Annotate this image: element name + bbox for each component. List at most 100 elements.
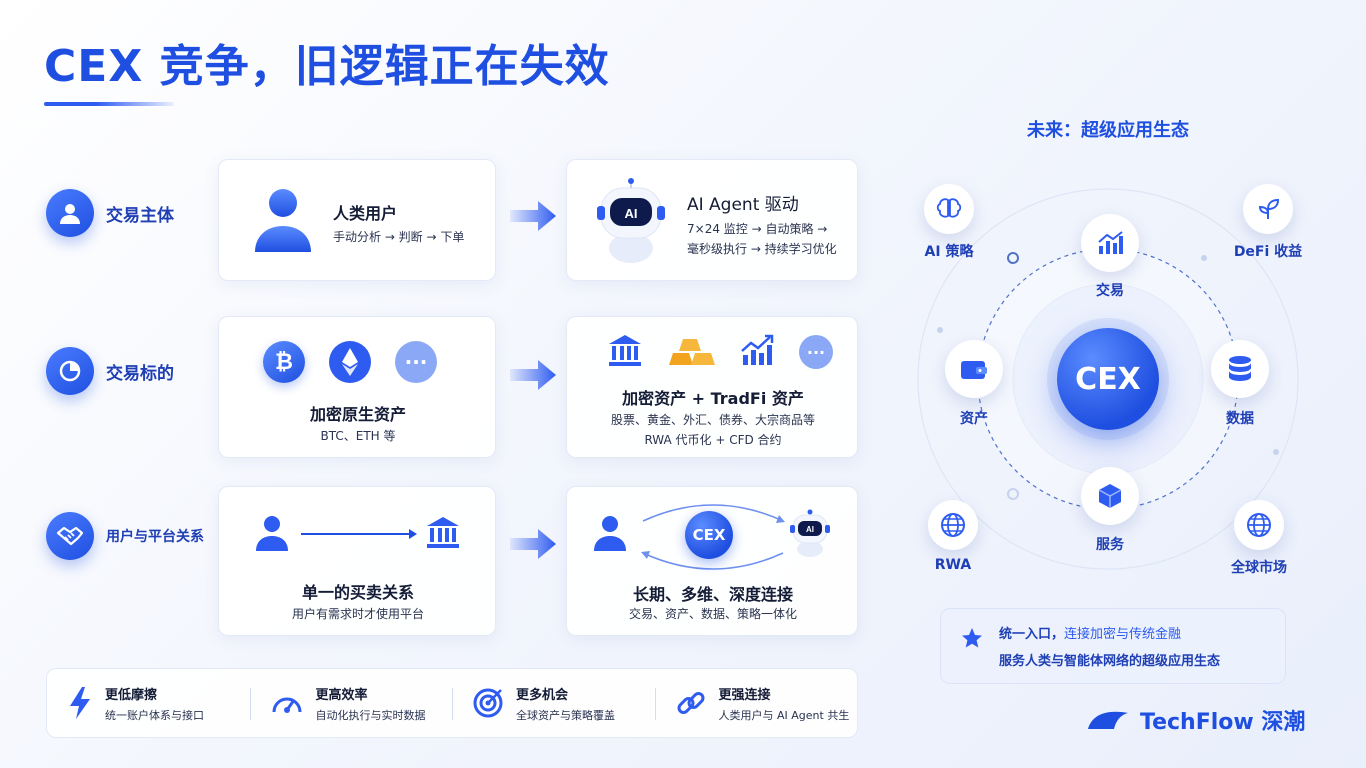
card-subtitle: 交易、资产、数据、策略一体化: [628, 607, 797, 621]
cex-core: CEX: [1057, 328, 1159, 430]
wallet-icon: [961, 361, 987, 379]
card-title: 单一的买卖关系: [301, 583, 414, 602]
bar-chart-icon: [1098, 231, 1123, 254]
svg-text:AI: AI: [625, 206, 638, 221]
node-global-market: [1234, 500, 1284, 550]
star-icon: [962, 628, 982, 648]
human-user-icon: [255, 189, 311, 252]
unify-line-1-b: 连接加密与传统金融: [1064, 627, 1182, 642]
card-title: 长期、多维、深度连接: [632, 585, 793, 604]
svg-text:AI: AI: [806, 525, 814, 534]
sprout-icon: [1258, 198, 1280, 219]
unify-line-1-a: 统一入口，: [999, 627, 1065, 642]
benefit-title: 更强连接: [718, 687, 771, 703]
node-defi: [1243, 184, 1293, 234]
benefit-lower-friction: 更低摩擦统一账户体系与接口: [47, 684, 250, 723]
arrow-right-icon: [510, 360, 556, 390]
user-icon: [594, 516, 626, 551]
bank-icon: [427, 517, 459, 548]
card-deep-connection: CEX AI 长期、多维、深度连接 交易、资产、数据、策略一体化: [566, 486, 858, 636]
node-label: 数据: [1226, 411, 1254, 427]
row-label-user-platform: 用户与平台关系: [46, 512, 204, 560]
node-assets: [945, 340, 1003, 398]
node-label: 交易: [1096, 283, 1124, 299]
benefit-subtitle: 人类用户与 AI Agent 共生: [718, 708, 850, 722]
unify-summary-box: 统一入口，连接加密与传统金融 服务人类与智能体网络的超级应用生态: [940, 608, 1286, 684]
benefit-title: 更低摩擦: [105, 687, 158, 703]
card-subtitle: BTC、ETH 等: [320, 429, 396, 443]
cube-icon: [1098, 484, 1122, 508]
benefit-subtitle: 全球资产与策略覆盖: [516, 708, 615, 722]
row-label-trading-subject: 交易主体: [46, 189, 174, 237]
globe-icon: [1247, 513, 1271, 537]
benefit-higher-efficiency: 更高效率自动化执行与实时数据: [249, 684, 453, 723]
node-label: DeFi 收益: [1233, 244, 1303, 260]
row-label-text: 交易标的: [106, 363, 174, 384]
link-icon: [677, 692, 704, 714]
ecosystem-title: 未来：超级应用生态: [1027, 120, 1189, 141]
card-title: 加密资产 + TradFi 资产: [622, 389, 804, 408]
arrow-right-icon: [510, 201, 556, 231]
benefit-title: 更高效率: [315, 687, 368, 703]
growth-chart-icon: [741, 334, 774, 365]
node-data: [1211, 340, 1269, 398]
pie-chart-icon: [46, 347, 94, 395]
brand-text: TechFlow 深潮: [1140, 710, 1306, 735]
row-label-text: 用户与平台关系: [106, 529, 204, 545]
more-icon: ···: [799, 335, 833, 369]
unify-line-2: 服务人类与智能体网络的超级应用生态: [999, 654, 1221, 669]
arrow-line-icon: [301, 529, 417, 539]
benefit-stronger-connection: 更强连接人类用户与 AI Agent 共生: [654, 684, 858, 723]
robot-icon: AI: [790, 509, 830, 557]
row-label-text: 交易主体: [106, 205, 174, 226]
card-title: AI Agent 驱动: [687, 195, 799, 215]
benefit-title: 更多机会: [516, 687, 569, 703]
card-title: 人类用户: [333, 204, 398, 223]
unify-line-1: 统一入口，连接加密与传统金融: [999, 623, 1269, 642]
node-label: 资产: [960, 411, 988, 427]
card-subtitle: 手动分析 → 判断 → 下单: [333, 230, 465, 244]
card-human-user: 人类用户 手动分析 → 判断 → 下单: [218, 159, 496, 281]
database-icon: [1229, 356, 1251, 381]
globe-icon: [941, 513, 965, 537]
cycle-arrows-icon: [641, 504, 785, 570]
node-service: [1081, 467, 1139, 525]
brain-icon: [936, 198, 962, 218]
card-crypto-tradfi: ··· 加密资产 + TradFi 资产 股票、黄金、外汇、债券、大宗商品等 R…: [566, 316, 858, 458]
card-title: 加密原生资产: [309, 405, 406, 424]
node-label: 服务: [1096, 537, 1124, 553]
card-subtitle-line1: 股票、黄金、外汇、债券、大宗商品等: [610, 413, 815, 427]
brand-logo: TechFlow 深潮: [1086, 704, 1305, 736]
benefits-strip: 更低摩擦统一账户体系与接口 更高效率自动化执行与实时数据 更多机会全球资产与策略…: [46, 668, 858, 738]
node-rwa: [928, 500, 978, 550]
bank-icon: [609, 335, 641, 366]
card-subtitle-line2: 毫秒级执行 → 持续学习优化: [687, 242, 837, 256]
target-icon: [473, 688, 503, 718]
card-crypto-native: ₿ ··· 加密原生资产 BTC、ETH 等: [218, 316, 496, 458]
user-icon: [256, 516, 288, 551]
arrow-right-icon: [510, 529, 556, 559]
node-label: 全球市场: [1231, 560, 1287, 576]
user-icon: [46, 189, 94, 237]
card-subtitle-line2: RWA 代币化 + CFD 合约: [644, 433, 782, 447]
page-title: CEX 竞争，旧逻辑正在失效: [44, 41, 610, 92]
node-ai-strategy: [924, 184, 974, 234]
node-trading: [1081, 214, 1139, 272]
benefit-subtitle: 统一账户体系与接口: [105, 708, 204, 722]
techflow-logo-icon: [1088, 711, 1128, 729]
ethereum-icon: [329, 341, 371, 383]
lightning-icon: [70, 687, 90, 719]
bitcoin-icon: ₿: [263, 341, 305, 383]
benefit-subtitle: 自动化执行与实时数据: [315, 708, 426, 722]
title-underline: [44, 102, 174, 106]
cex-badge: CEX: [685, 511, 733, 559]
card-ai-agent: AI AI Agent 驱动 7×24 监控 → 自动策略 → 毫秒级执行 → …: [566, 159, 858, 281]
node-label: RWA: [934, 557, 972, 573]
robot-icon: AI: [597, 178, 665, 263]
card-single-relation: 单一的买卖关系 用户有需求时才使用平台: [218, 486, 496, 636]
gold-bars-icon: [669, 339, 715, 365]
more-icon: ···: [395, 341, 437, 383]
speedometer-icon: [272, 697, 301, 713]
benefit-more-opportunities: 更多机会全球资产与策略覆盖: [452, 684, 655, 723]
row-label-trading-target: 交易标的: [46, 347, 174, 395]
